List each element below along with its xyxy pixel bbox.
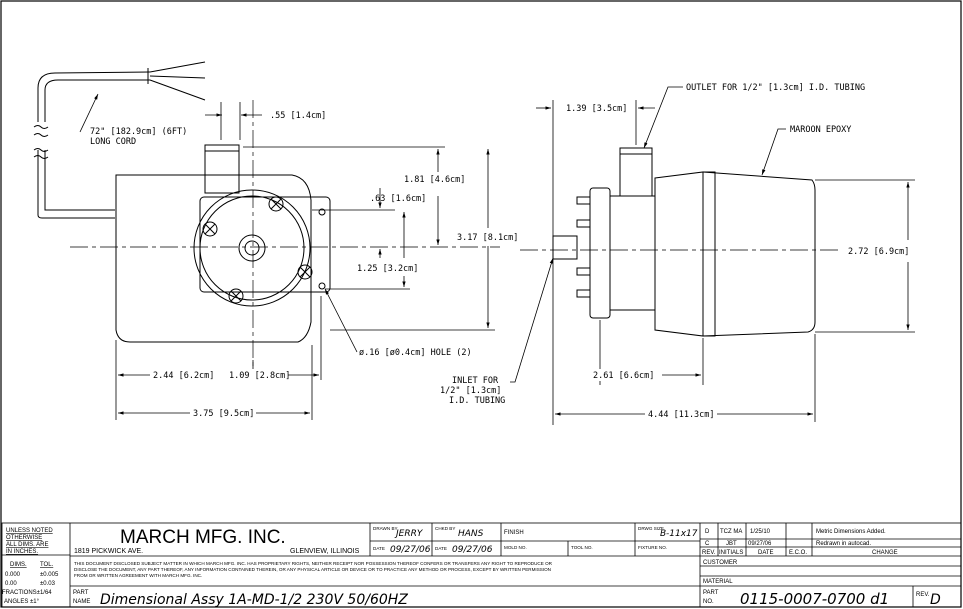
pump-body-outline	[115, 174, 312, 343]
drawn-by-label: DRAWN BY	[373, 526, 398, 531]
dim-label: 3.17 [8.1cm]	[457, 233, 518, 243]
dims-header: DIMS.	[10, 562, 27, 568]
part-no-label: PART	[703, 590, 719, 596]
dim-label: I.D. TUBING	[449, 396, 505, 406]
drwg-size-label: DRWG SIZE	[638, 526, 664, 531]
date-label: DATE	[435, 546, 447, 551]
mold-label: MOLD NO.	[504, 545, 527, 550]
dimension-labels: .55 [1.4cm] 72" [182.9cm] (6FT) LONG COR…	[90, 83, 918, 420]
dim-label: INLET FOR	[452, 376, 499, 386]
date-header: DATE	[758, 550, 774, 556]
power-cord	[33, 61, 206, 219]
date-label: DATE	[373, 546, 385, 551]
dim-label: 1.39 [3.5cm]	[566, 104, 627, 114]
front-flange	[589, 187, 611, 319]
dim-label: LONG CORD	[90, 137, 136, 147]
dim-label: 1.09 [2.8cm]	[229, 371, 290, 381]
dim-label: MAROON EPOXY	[790, 125, 851, 135]
part-name: Dimensional Assy 1A-MD-1/2 230V 50/60HZ	[100, 592, 408, 608]
unless-noted: OTHERWISE	[6, 535, 42, 541]
title-block	[1, 522, 962, 608]
chkd-by: HANS	[458, 529, 484, 539]
unless-noted: UNLESS NOTED	[6, 528, 53, 534]
initials-cell: TCZ MA	[720, 529, 742, 535]
rev-cell: C	[705, 541, 710, 547]
tool-label: TOOL NO.	[571, 545, 593, 550]
customer-label: CUSTOMER	[703, 560, 738, 566]
tol-header: TOL.	[40, 562, 54, 568]
notice-text: THIS DOCUMENT DISCLOSED SUBJECT MATTER I…	[74, 561, 553, 566]
dim-label: 2.44 [6.2cm]	[153, 371, 214, 381]
title-block-text: UNLESS NOTED OTHERWISE ALL DIMS. ARE IN …	[2, 526, 941, 608]
notice-text: DISCLOSE THE DOCUMENT, ANY PART THEREOF,…	[74, 567, 551, 572]
dim-label: 4.44 [11.3cm]	[648, 410, 715, 420]
material-label: MATERIAL	[703, 579, 733, 585]
dim-label: .55 [1.4cm]	[270, 111, 326, 121]
change-cell: Redrawn in autocad.	[816, 541, 871, 547]
dim-label: 72" [182.9cm] (6FT)	[90, 127, 187, 137]
tol-dim: 0.00	[5, 581, 17, 587]
side-dimension-lines	[510, 86, 915, 425]
eco-header: E.C.O.	[789, 550, 807, 556]
initials-header: INITIALS	[719, 550, 743, 556]
unless-noted: IN INCHES.	[6, 549, 38, 555]
part-number: 0115-0007-0700 d1	[740, 590, 889, 608]
part-name-label: NAME	[73, 599, 90, 605]
drawn-date: 09/27/06	[390, 545, 431, 555]
motor-housing	[702, 171, 816, 337]
rev-cell: D	[705, 529, 710, 535]
dim-label: 3.75 [9.5cm]	[193, 409, 254, 419]
company-name: MARCH MFG. INC.	[120, 527, 286, 548]
side-view	[520, 147, 840, 337]
angles-tol: ANGLES ±1°	[4, 599, 40, 605]
dim-label: 1.81 [4.6cm]	[404, 175, 465, 185]
bolt-heads	[576, 196, 591, 298]
fixture-label: FIXTURE NO.	[638, 545, 667, 550]
unless-noted: ALL DIMS. ARE	[6, 542, 48, 548]
dim-label: OUTLET FOR 1/2" [1.3cm] I.D. TUBING	[686, 83, 865, 93]
drwg-size: B-11x17	[660, 529, 698, 539]
initials-cell: JBT	[726, 541, 737, 547]
tol-dim: 0.000	[5, 572, 21, 578]
dim-label: 1.25 [3.2cm]	[357, 264, 418, 274]
dim-label: 2.72 [6.9cm]	[848, 247, 909, 257]
dim-label: .63 [1.6cm]	[370, 194, 426, 204]
mount-hole	[318, 282, 326, 290]
dim-label: 1/2" [1.3cm]	[440, 386, 501, 396]
chkd-by-label: CHKD BY	[435, 526, 455, 531]
company-city: GLENVIEW, ILLINOIS	[290, 548, 360, 555]
part-name-label: PART	[73, 590, 89, 596]
fractions-tol: FRACTIONS±1/64	[2, 590, 52, 596]
outlet-nozzle	[204, 144, 240, 194]
company-address: 1819 PICKWICK AVE.	[74, 548, 143, 555]
tol-value: ±0.03	[40, 581, 56, 587]
notice-text: FROM OR WRITTEN AGREEMENT WITH MARCH MFG…	[74, 573, 202, 578]
chkd-date: 09/27/06	[452, 545, 493, 555]
rev-label: REV.	[916, 592, 930, 598]
part-no-label: NO.	[703, 599, 714, 605]
rev-letter: D	[930, 592, 941, 608]
volute-housing	[193, 189, 311, 307]
side-outlet-nozzle	[619, 147, 653, 197]
change-cell: Metric Dimensions Added.	[816, 529, 886, 535]
date-cell: 09/27/06	[748, 541, 772, 547]
dim-label: ø.16 [ø0.4cm] HOLE (2)	[359, 348, 472, 358]
tol-value: ±0.005	[40, 572, 59, 578]
drawn-by: JERRY	[394, 529, 424, 539]
screw-icon	[202, 196, 313, 304]
inlet-port	[238, 234, 266, 262]
finish-label: FINISH	[504, 530, 524, 536]
mount-hole	[318, 208, 326, 216]
date-cell: 1/25/10	[750, 529, 771, 535]
dim-label: 2.61 [6.6cm]	[593, 371, 654, 381]
rev-header: REV.	[702, 550, 716, 556]
front-view	[33, 61, 500, 378]
change-header: CHANGE	[872, 550, 898, 556]
inlet-stub	[552, 235, 578, 260]
